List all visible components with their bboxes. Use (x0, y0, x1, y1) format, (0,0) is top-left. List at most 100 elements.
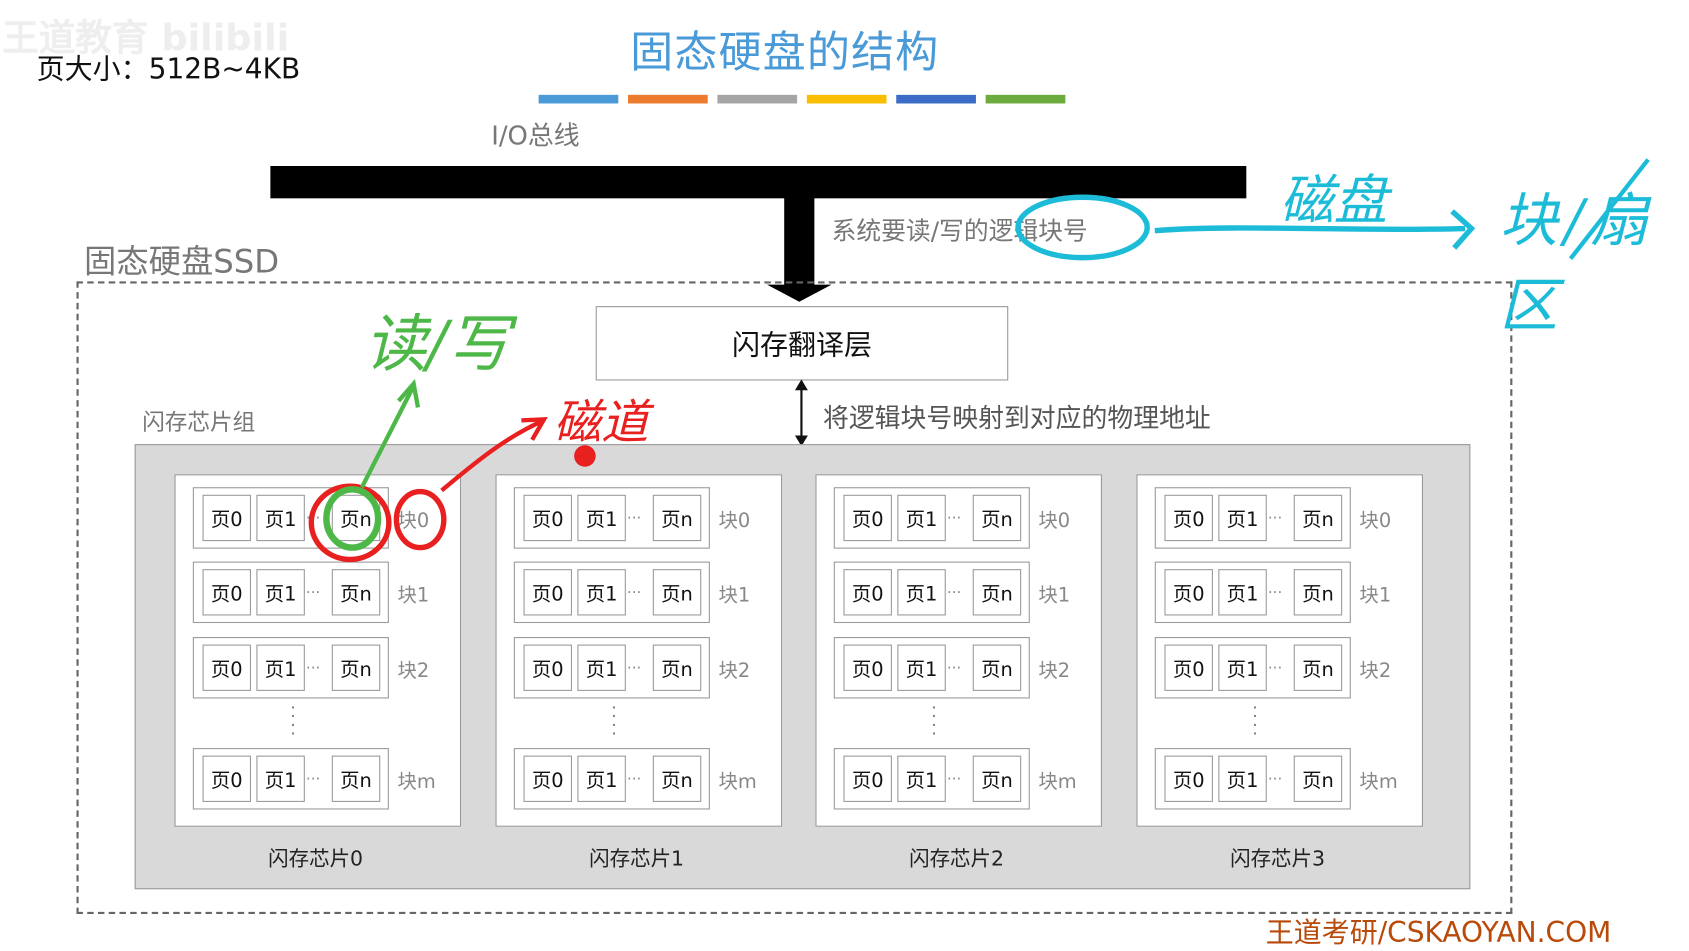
flash-page: 页1 (1218, 494, 1267, 542)
flash-page: 页1 (577, 569, 626, 616)
title-color-bar (896, 94, 976, 104)
footer-brand: 王道考研/CSKAOYAN.COM (1265, 917, 1612, 950)
flash-page: 页n (1293, 644, 1343, 691)
flash-page: 页1 (256, 494, 305, 542)
flash-page: 页0 (202, 494, 251, 542)
page-size-note: 页大小：512B~4KB (36, 53, 301, 87)
handwritten-read-write: 读/写 (364, 307, 511, 381)
block-label: 块2 (1359, 659, 1392, 683)
ellipsis: ... (626, 655, 642, 673)
block-label: 块2 (397, 659, 430, 683)
flash-page: 页n (972, 644, 1022, 691)
ellipsis: ... (1267, 655, 1283, 673)
vertical-ellipsis-icon: ···· (611, 697, 617, 744)
ellipsis: ... (946, 766, 962, 784)
flash-page: 页1 (1218, 755, 1267, 802)
title-color-bar (806, 94, 887, 104)
flash-page: 页n (331, 644, 381, 691)
ellipsis: ... (305, 579, 321, 598)
flash-page: 页0 (1164, 569, 1213, 616)
flash-page: 页n (972, 755, 1022, 802)
flash-page: 页0 (523, 494, 572, 542)
flash-page: 页n (331, 494, 381, 542)
flash-chip-name: 闪存芯片1 (589, 847, 685, 871)
flash-chip-name: 闪存芯片0 (268, 847, 364, 871)
ellipsis: ... (626, 766, 642, 784)
flash-page: 页0 (1164, 644, 1213, 691)
flash-chip-name: 闪存芯片3 (1230, 847, 1326, 871)
flash-page: 页0 (202, 755, 251, 802)
handwritten-block-sector: 块/扇区 (1499, 186, 1655, 340)
vertical-ellipsis-icon: ···· (1252, 697, 1258, 744)
title-color-bar (628, 94, 708, 104)
handwritten-disk: 磁盘 (1279, 169, 1388, 232)
handwritten-track: 磁道 (553, 395, 649, 451)
flash-page: 页0 (202, 644, 251, 691)
flash-page: 页0 (523, 755, 572, 802)
flash-page: 页n (331, 569, 381, 616)
block-label: 块2 (718, 659, 751, 683)
system-request-text: 系统要读/写的逻辑块号 (831, 217, 1088, 246)
flash-page: 页1 (577, 494, 626, 542)
mapping-description: 将逻辑块号映射到对应的物理地址 (822, 403, 1211, 434)
flash-page: 页0 (843, 755, 892, 802)
bus-down-arrow (784, 165, 815, 287)
flash-page: 页0 (1164, 494, 1213, 542)
flash-page: 页0 (843, 569, 892, 616)
flash-page: 页0 (843, 644, 892, 691)
flash-page: 页n (652, 494, 702, 542)
block-label: 块1 (1359, 584, 1392, 607)
flash-page: 页n (1293, 755, 1343, 802)
flash-page: 页0 (523, 644, 572, 691)
arrow-head-icon (766, 284, 832, 302)
ellipsis: ... (946, 655, 962, 673)
block-label: 块0 (397, 509, 430, 533)
ellipsis: ... (626, 579, 642, 598)
flash-page: 页1 (256, 569, 305, 616)
ssd-label: 固态硬盘SSD (84, 243, 280, 282)
flash-page: 页1 (1218, 569, 1267, 616)
title-color-bar (717, 94, 798, 104)
ellipsis: ... (305, 505, 321, 523)
flash-page: 页1 (897, 755, 946, 802)
title-color-bar (538, 94, 619, 104)
block-label: 块2 (1038, 659, 1071, 683)
flash-page: 页n (652, 755, 702, 802)
flash-page: 页0 (1164, 755, 1213, 802)
ellipsis: ... (946, 579, 962, 598)
flash-page: 页1 (256, 755, 305, 802)
title-color-bar (985, 94, 1066, 104)
flash-page: 页1 (1218, 644, 1267, 691)
vertical-ellipsis-icon: ···· (290, 697, 296, 744)
ellipsis: ... (305, 766, 321, 784)
ellipsis: ... (946, 505, 962, 523)
ellipsis: ... (1267, 579, 1283, 598)
ellipsis: ... (1267, 766, 1283, 784)
flash-translation-layer: 闪存翻译层 (595, 306, 1009, 381)
flash-page: 页n (972, 569, 1022, 616)
block-label: 块m (1038, 770, 1077, 794)
slide-title: 固态硬盘的结构 (630, 28, 940, 78)
flash-page: 页n (331, 755, 381, 802)
flash-page: 页0 (843, 494, 892, 542)
flash-page: 页n (652, 569, 702, 616)
watermark: 王道教育 bilibili (2, 17, 290, 61)
ellipsis: ... (1267, 505, 1283, 523)
io-bus (270, 165, 1247, 199)
flash-page: 页n (1293, 569, 1343, 616)
